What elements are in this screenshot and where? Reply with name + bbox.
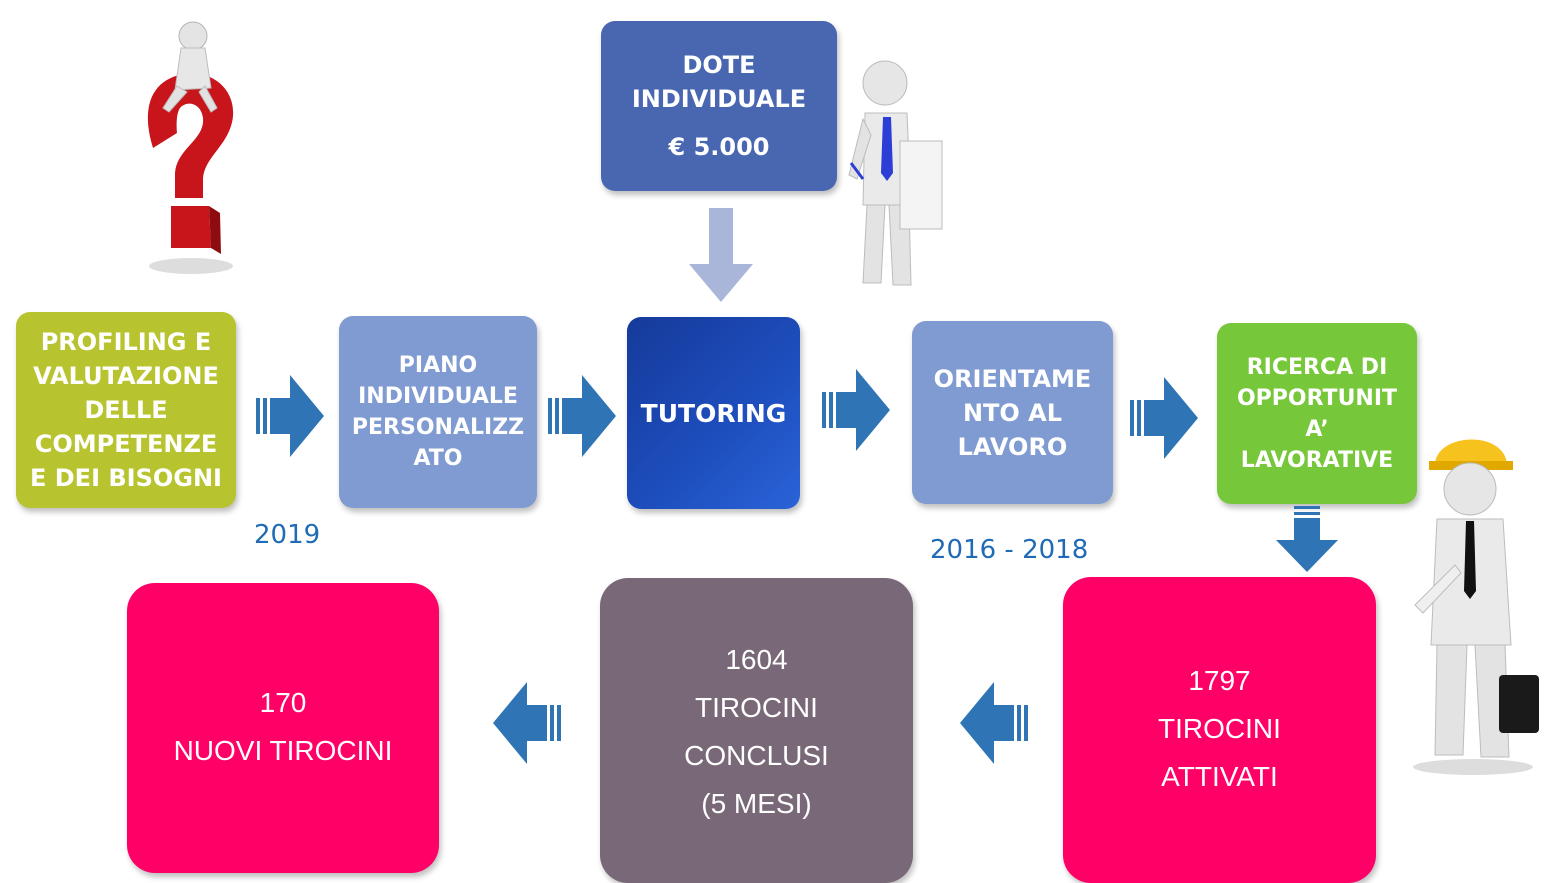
conclusi-line-4: (5 MESI)	[701, 788, 812, 819]
profiling-line-3: DELLE	[84, 396, 168, 424]
dote-amount: € 5.000	[668, 133, 770, 161]
attivati-count: 1797	[1188, 665, 1251, 696]
year-label-2016-2018: 2016 - 2018	[930, 535, 1089, 565]
right-arrow-2-icon	[548, 375, 616, 457]
piano-line-3: PERSONALIZZ	[351, 415, 525, 440]
step-profiling: PROFILING E VALUTAZIONE DELLE COMPETENZE…	[16, 312, 236, 508]
profiling-line-5: E DEI BISOGNI	[30, 464, 222, 492]
step-piano-individuale: PIANO INDIVIDUALE PERSONALIZZ ATO	[339, 316, 537, 508]
right-arrow-4-icon	[1130, 377, 1198, 459]
down-arrow-ricerca-icon	[1276, 506, 1338, 572]
profiling-line-1: PROFILING E	[40, 328, 212, 356]
right-arrow-3-icon	[822, 369, 890, 451]
dote-individuale-box: DOTE INDIVIDUALE € 5.000	[601, 21, 837, 191]
year-label-2019: 2019	[254, 520, 321, 550]
conclusi-count: 1604	[725, 644, 788, 675]
ricerca-line-3: A’	[1305, 416, 1329, 442]
left-arrow-1-icon	[960, 682, 1028, 764]
attivati-line-2: TIROCINI	[1158, 713, 1281, 744]
thinking-man-question-mark-icon	[147, 21, 234, 274]
piano-line-1: PIANO	[398, 353, 478, 378]
conclusi-line-3: CONCLUSI	[684, 740, 829, 771]
businessman-document-icon	[848, 60, 943, 286]
profiling-line-2: VALUTAZIONE	[33, 362, 219, 390]
nuovi-line-2: NUOVI TIROCINI	[173, 735, 393, 766]
dote-line-1: DOTE	[682, 51, 756, 79]
step-tutoring: TUTORING	[627, 317, 800, 509]
result-tirocini-attivati: 1797 TIROCINI ATTIVATI	[1063, 577, 1376, 883]
orientamento-line-1: ORIENTAME	[933, 364, 1092, 393]
result-tirocini-conclusi: 1604 TIROCINI CONCLUSI (5 MESI)	[600, 578, 913, 883]
orientamento-line-2: NTO AL	[962, 398, 1063, 427]
piano-line-2: INDIVIDUALE	[358, 384, 518, 409]
left-arrow-2-icon	[493, 682, 561, 764]
step-orientamento: ORIENTAME NTO AL LAVORO	[912, 321, 1113, 504]
result-nuovi-tirocini: 170 NUOVI TIROCINI	[127, 583, 439, 873]
orientamento-line-3: LAVORO	[957, 432, 1068, 461]
step-ricerca-opportunita: RICERCA DI OPPORTUNIT A’ LAVORATIVE	[1217, 323, 1417, 504]
down-arrow-dote-icon	[689, 208, 753, 302]
ricerca-line-4: LAVORATIVE	[1240, 447, 1394, 473]
right-arrow-1-icon	[256, 375, 324, 457]
ricerca-line-1: RICERCA DI	[1246, 354, 1388, 380]
worker-helmet-icon	[1413, 439, 1539, 775]
conclusi-line-2: TIROCINI	[695, 692, 818, 723]
profiling-line-4: COMPETENZE	[34, 430, 218, 458]
tutoring-label: TUTORING	[640, 398, 787, 428]
attivati-line-3: ATTIVATI	[1161, 761, 1278, 792]
nuovi-count: 170	[259, 687, 307, 718]
dote-line-2: INDIVIDUALE	[631, 85, 807, 113]
piano-line-4: ATO	[413, 446, 463, 471]
ricerca-line-2: OPPORTUNIT	[1236, 385, 1398, 411]
